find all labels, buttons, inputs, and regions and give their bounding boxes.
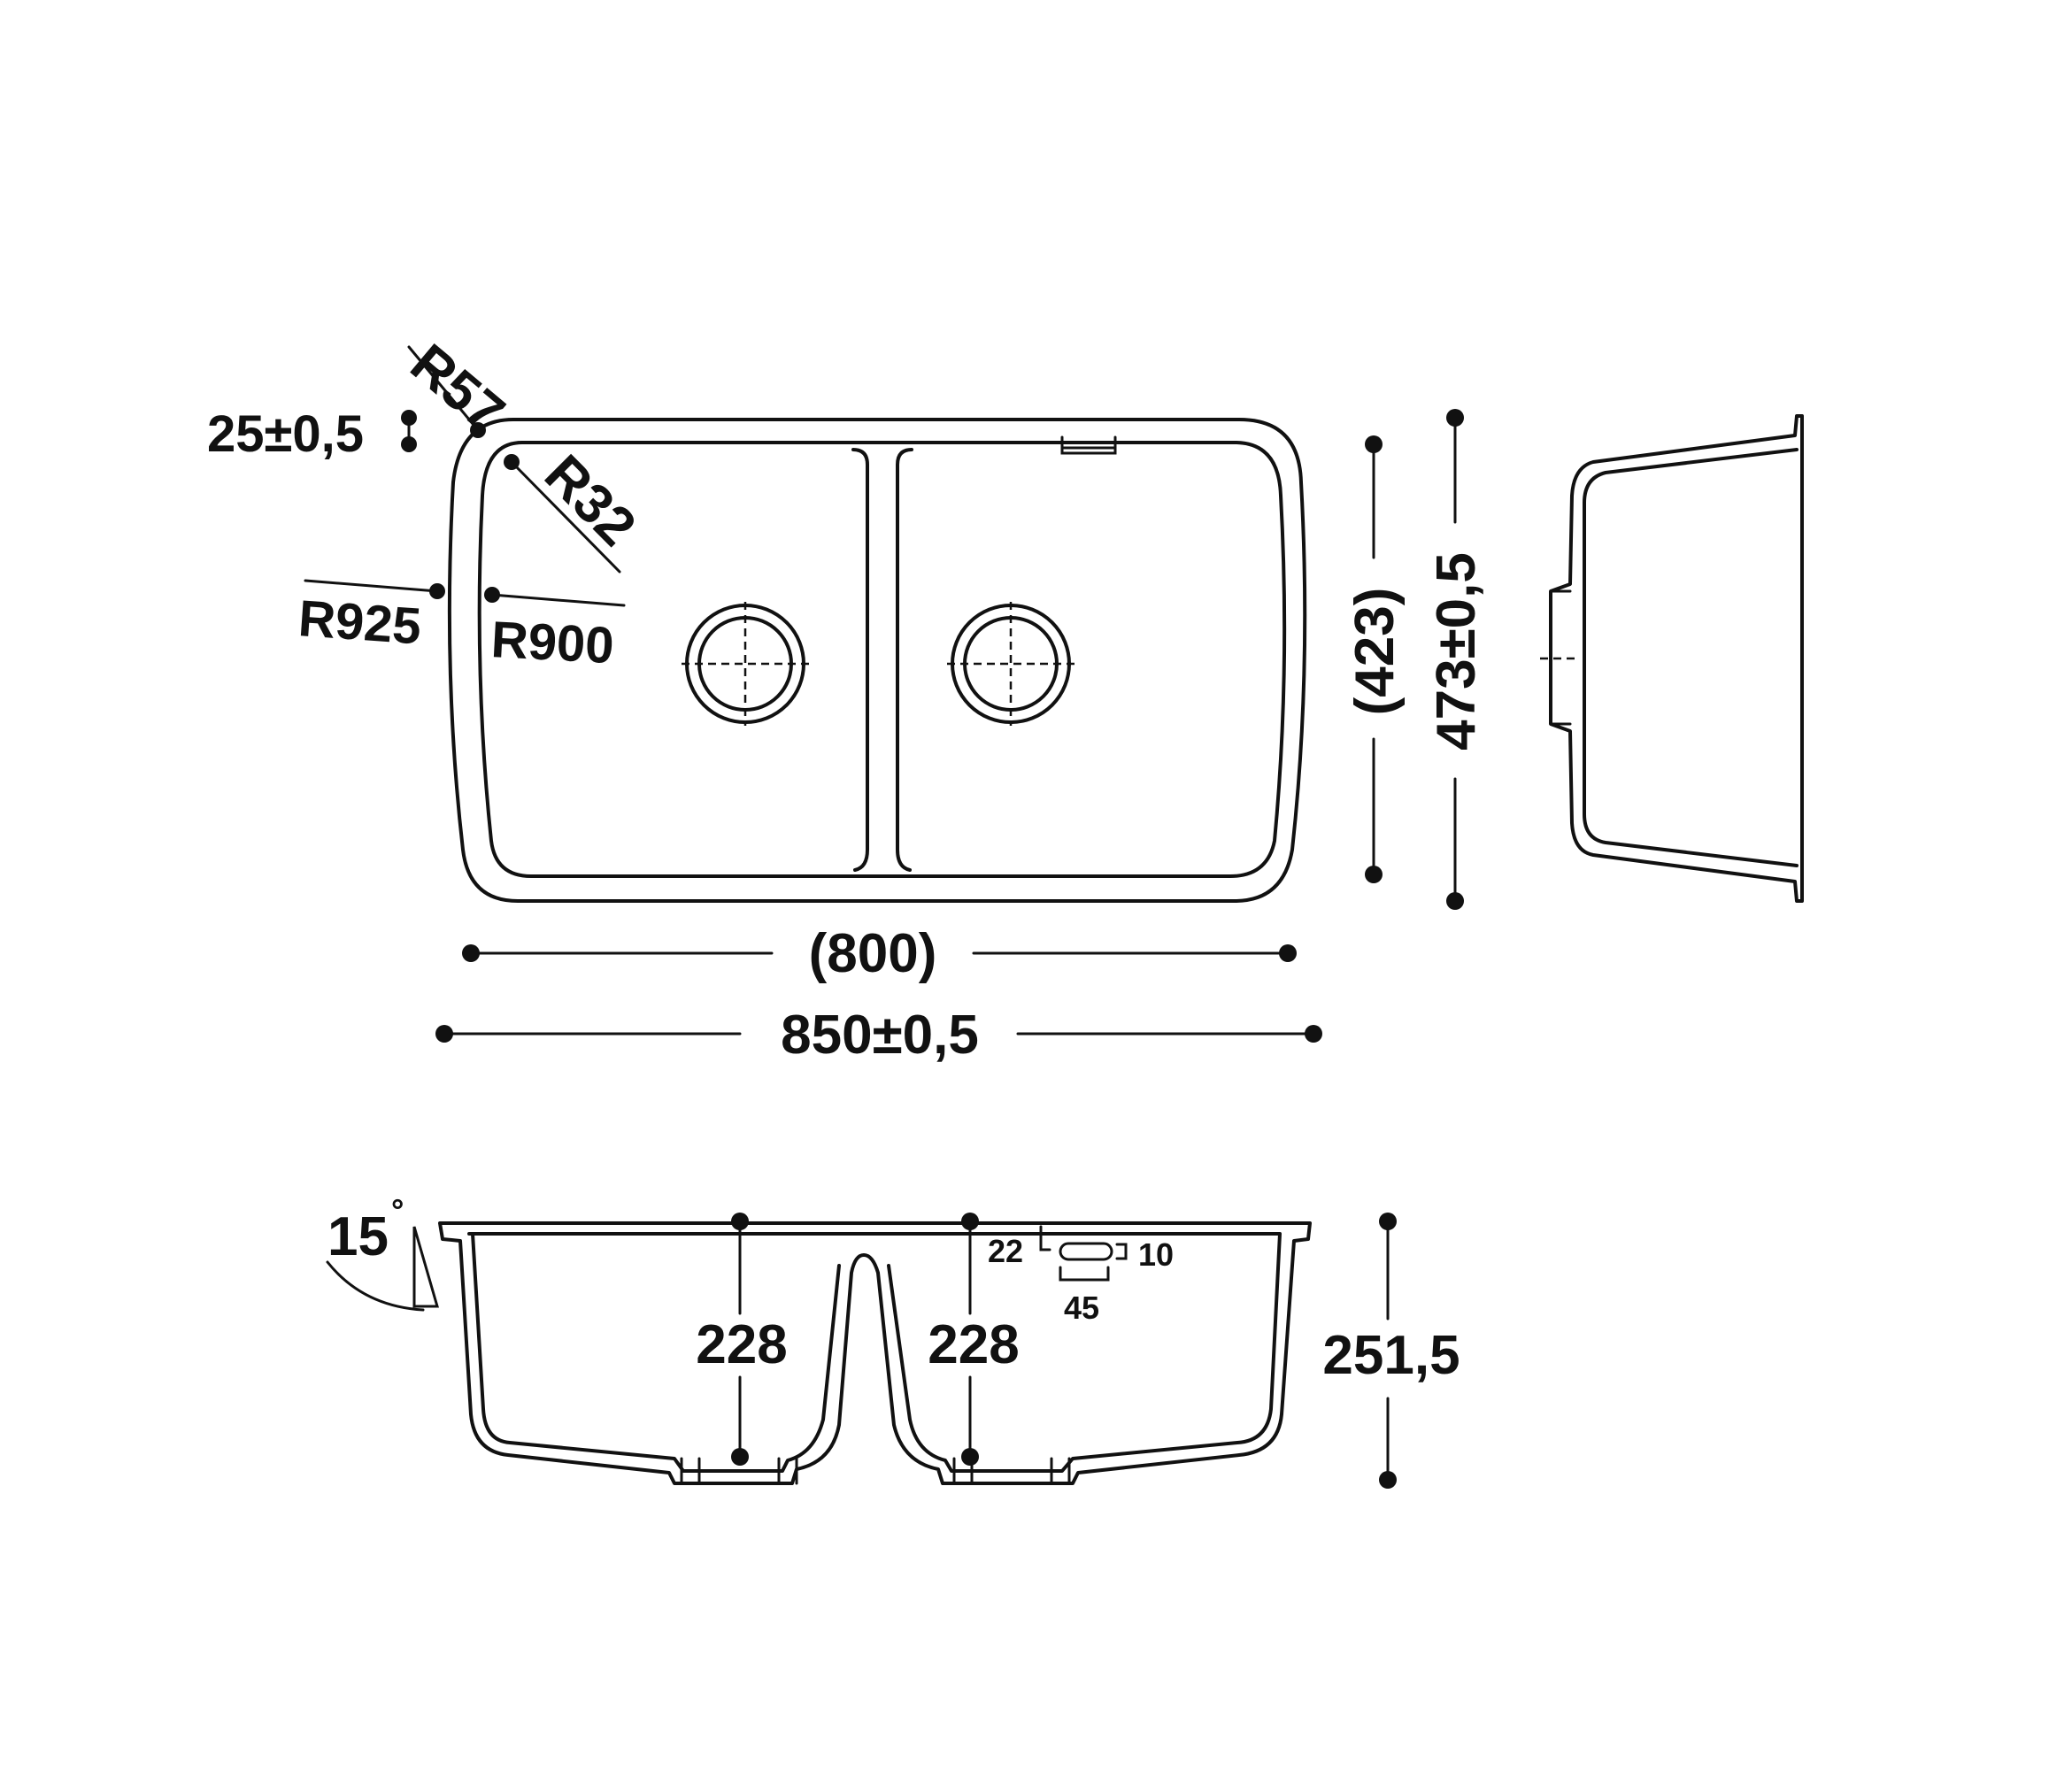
wall-angle-annotation: 15 °	[326, 1192, 439, 1312]
wall-angle-label: 15	[327, 1206, 389, 1267]
section-outer-profile	[438, 1221, 1312, 1485]
drain-left	[682, 602, 809, 726]
inner-width-dimension: (800)	[462, 923, 1297, 984]
left-bowl-depth-dimension: 228	[696, 1213, 788, 1466]
inner-width-label: (800)	[809, 923, 937, 984]
outer-depth-dimension: 473±0,5	[1426, 409, 1487, 910]
overall-height-dimension: 251,5	[1322, 1213, 1460, 1489]
right-bowl-depth-label: 228	[928, 1314, 1019, 1375]
bowl-divider-right	[896, 448, 913, 872]
drain-right	[947, 602, 1075, 726]
r925-leader	[304, 579, 439, 593]
sink-inner-rim	[477, 441, 1287, 878]
overflow-width-label: 45	[1064, 1290, 1099, 1326]
r32-leader	[510, 460, 621, 574]
overflow-detail: 22 10 45	[988, 1225, 1174, 1326]
r32-label: R32	[533, 443, 647, 558]
r925-label: R925	[297, 589, 423, 656]
r57-label: R57	[399, 333, 515, 444]
section-inner-profile	[467, 1232, 1282, 1473]
r900-leader	[490, 593, 626, 607]
inner-depth-dimension: (423)	[1344, 435, 1406, 883]
overall-height-label: 251,5	[1322, 1325, 1460, 1386]
r900-label: R900	[489, 611, 615, 674]
side-view-outer	[1549, 414, 1804, 903]
section-view: 15 ° 228 228 22 10 45	[326, 1192, 1460, 1489]
overflow-height-label: 10	[1138, 1236, 1174, 1273]
overflow-offset-label: 22	[988, 1233, 1023, 1269]
side-view-inner	[1583, 448, 1799, 867]
overflow-slot-plan	[1060, 435, 1117, 455]
plan-view: R57 R32 25±0,5 R925 R900 (800)	[207, 333, 1487, 1066]
degree-symbol: °	[391, 1192, 404, 1228]
outer-width-dimension: 850±0,5	[435, 1005, 1322, 1066]
outer-depth-label: 473±0,5	[1426, 552, 1487, 751]
bowl-divider	[851, 448, 869, 872]
right-bowl-depth-dimension: 228	[928, 1213, 1020, 1466]
rim-thickness-label: 25±0,5	[207, 405, 364, 463]
sink-outer-rim	[447, 418, 1307, 903]
side-view	[1540, 414, 1804, 903]
inner-depth-label: (423)	[1344, 588, 1406, 716]
left-bowl-depth-label: 228	[696, 1314, 787, 1375]
r57-leader	[407, 345, 480, 432]
outer-width-label: 850±0,5	[781, 1005, 979, 1066]
